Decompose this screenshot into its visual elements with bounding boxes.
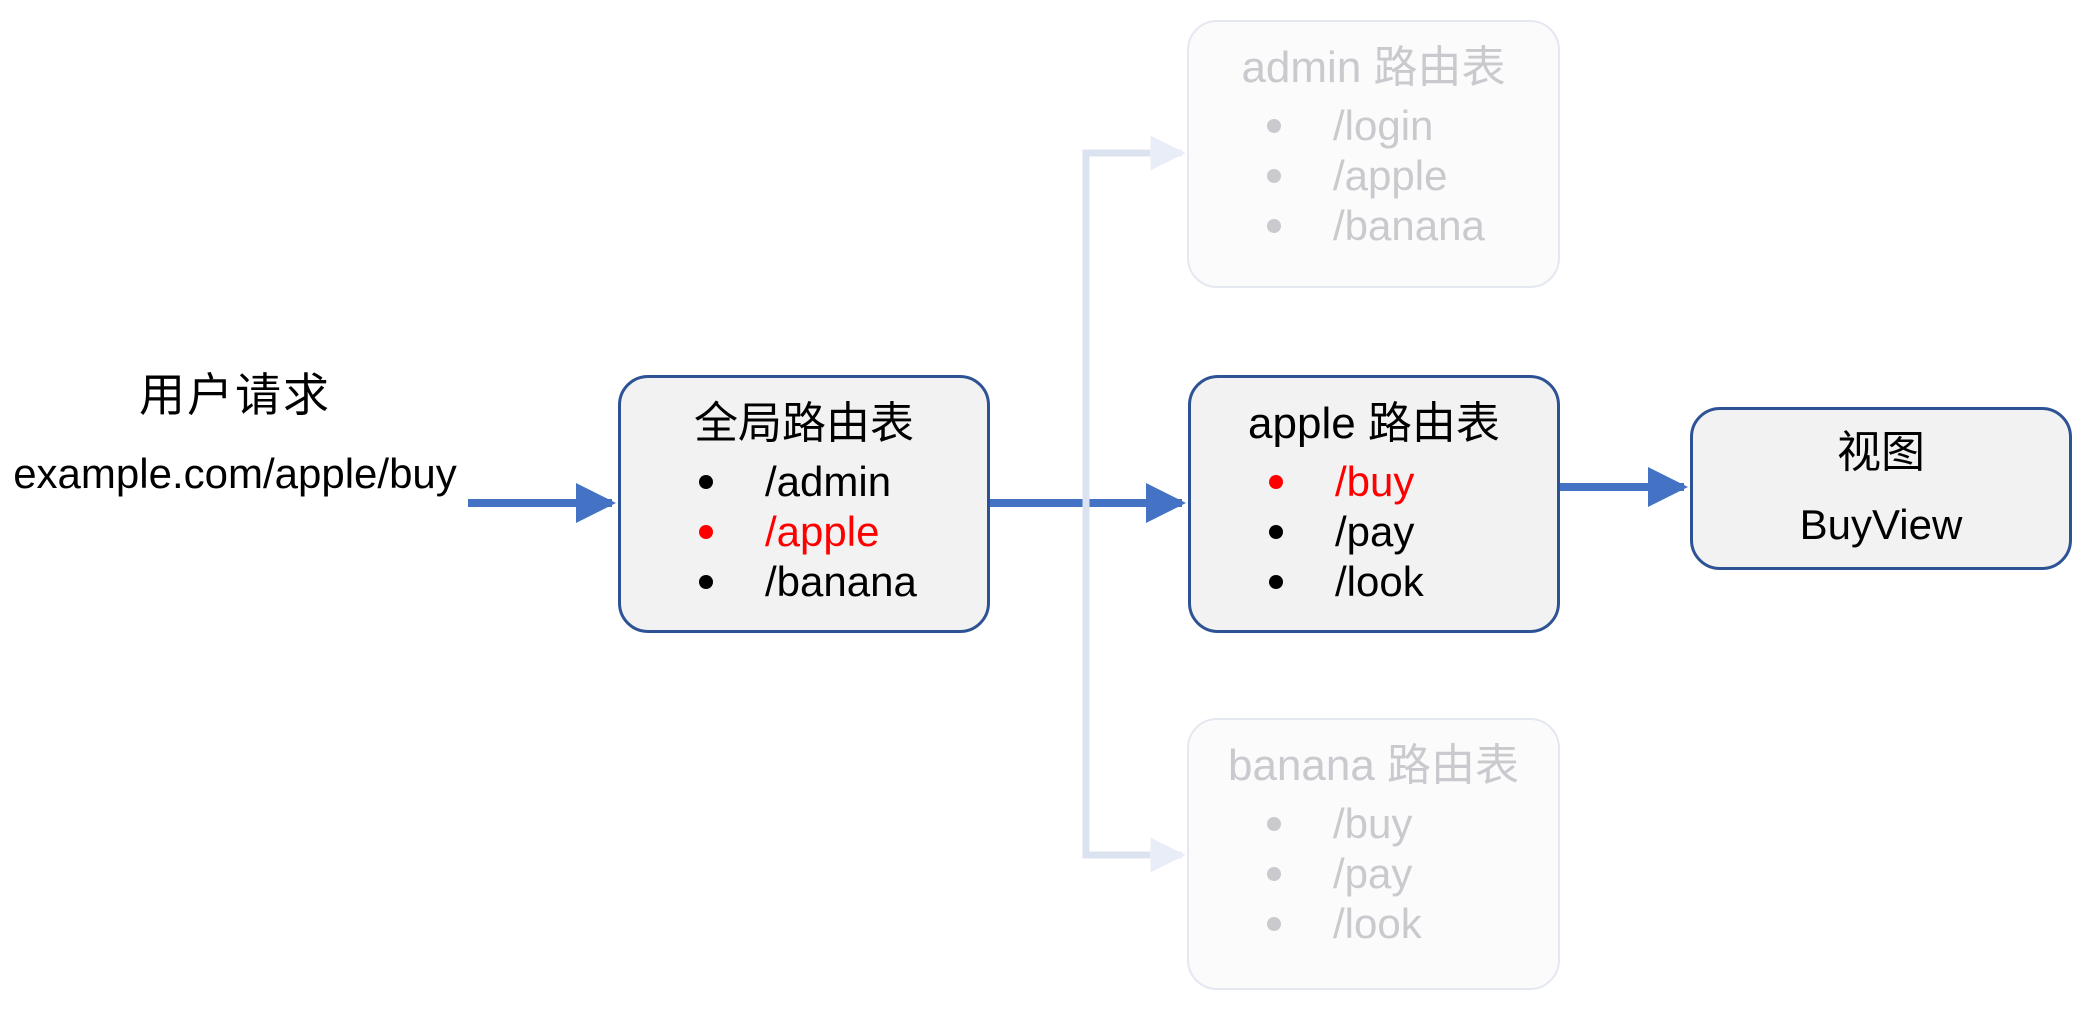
- request-block: 用户请求 example.com/apple/buy: [0, 370, 470, 497]
- bullet-icon: [1267, 917, 1281, 931]
- list-item[interactable]: /look: [1189, 899, 1558, 949]
- list-item[interactable]: /look: [1191, 557, 1557, 607]
- arrow-global-to-admin: [1082, 135, 1186, 503]
- route-table-admin-title: admin 路由表: [1241, 43, 1506, 92]
- bullet-icon: [1267, 817, 1281, 831]
- route-path: /look: [1333, 900, 1422, 947]
- view-box-title: 视图: [1837, 428, 1925, 478]
- route-path: /buy: [1335, 458, 1415, 505]
- route-path: /buy: [1333, 800, 1413, 847]
- list-item-highlighted[interactable]: /apple: [621, 507, 987, 557]
- route-table-global-items: /admin /apple /banana: [621, 457, 987, 607]
- route-table-apple-items: /buy /pay /look: [1191, 457, 1557, 607]
- route-path: /apple: [1333, 152, 1448, 199]
- route-path: /pay: [1333, 850, 1413, 897]
- bullet-icon: [1267, 169, 1281, 183]
- route-table-admin[interactable]: admin 路由表 /login /apple /banana: [1187, 20, 1560, 288]
- list-item-highlighted[interactable]: /buy: [1191, 457, 1557, 507]
- route-table-global[interactable]: 全局路由表 /admin /apple /banana: [618, 375, 990, 633]
- bullet-icon: [699, 475, 713, 489]
- request-url: example.com/apple/buy: [13, 449, 457, 497]
- list-item[interactable]: /admin: [621, 457, 987, 507]
- arrow-global-to-banana: [1082, 503, 1186, 873]
- route-table-banana-title: banana 路由表: [1227, 741, 1520, 790]
- route-table-apple-title: apple 路由表: [1248, 399, 1500, 448]
- route-table-banana[interactable]: banana 路由表 /buy /pay /look: [1187, 718, 1560, 990]
- route-path: /admin: [765, 458, 892, 505]
- route-table-global-title: 全局路由表: [694, 399, 914, 448]
- route-path: /banana: [765, 558, 917, 605]
- route-path: /apple: [765, 508, 880, 555]
- list-item[interactable]: /pay: [1191, 507, 1557, 557]
- view-box-name: BuyView: [1799, 500, 1963, 548]
- list-item[interactable]: /login: [1189, 101, 1558, 151]
- list-item[interactable]: /pay: [1189, 849, 1558, 899]
- list-item[interactable]: /buy: [1189, 799, 1558, 849]
- route-table-admin-items: /login /apple /banana: [1189, 101, 1558, 251]
- route-path: /banana: [1333, 202, 1485, 249]
- bullet-icon: [1267, 867, 1281, 881]
- bullet-icon: [699, 525, 713, 539]
- route-path: /pay: [1335, 508, 1415, 555]
- bullet-icon: [1267, 119, 1281, 133]
- bullet-icon: [1269, 575, 1283, 589]
- route-path: /login: [1333, 102, 1434, 149]
- list-item[interactable]: /banana: [621, 557, 987, 607]
- bullet-icon: [1267, 219, 1281, 233]
- list-item[interactable]: /banana: [1189, 201, 1558, 251]
- bullet-icon: [1269, 525, 1283, 539]
- list-item[interactable]: /apple: [1189, 151, 1558, 201]
- route-table-banana-items: /buy /pay /look: [1189, 799, 1558, 949]
- route-table-apple[interactable]: apple 路由表 /buy /pay /look: [1188, 375, 1560, 633]
- bullet-icon: [1269, 475, 1283, 489]
- route-path: /look: [1335, 558, 1424, 605]
- request-title: 用户请求: [139, 369, 331, 421]
- view-box[interactable]: 视图 BuyView: [1690, 407, 2072, 570]
- bullet-icon: [699, 575, 713, 589]
